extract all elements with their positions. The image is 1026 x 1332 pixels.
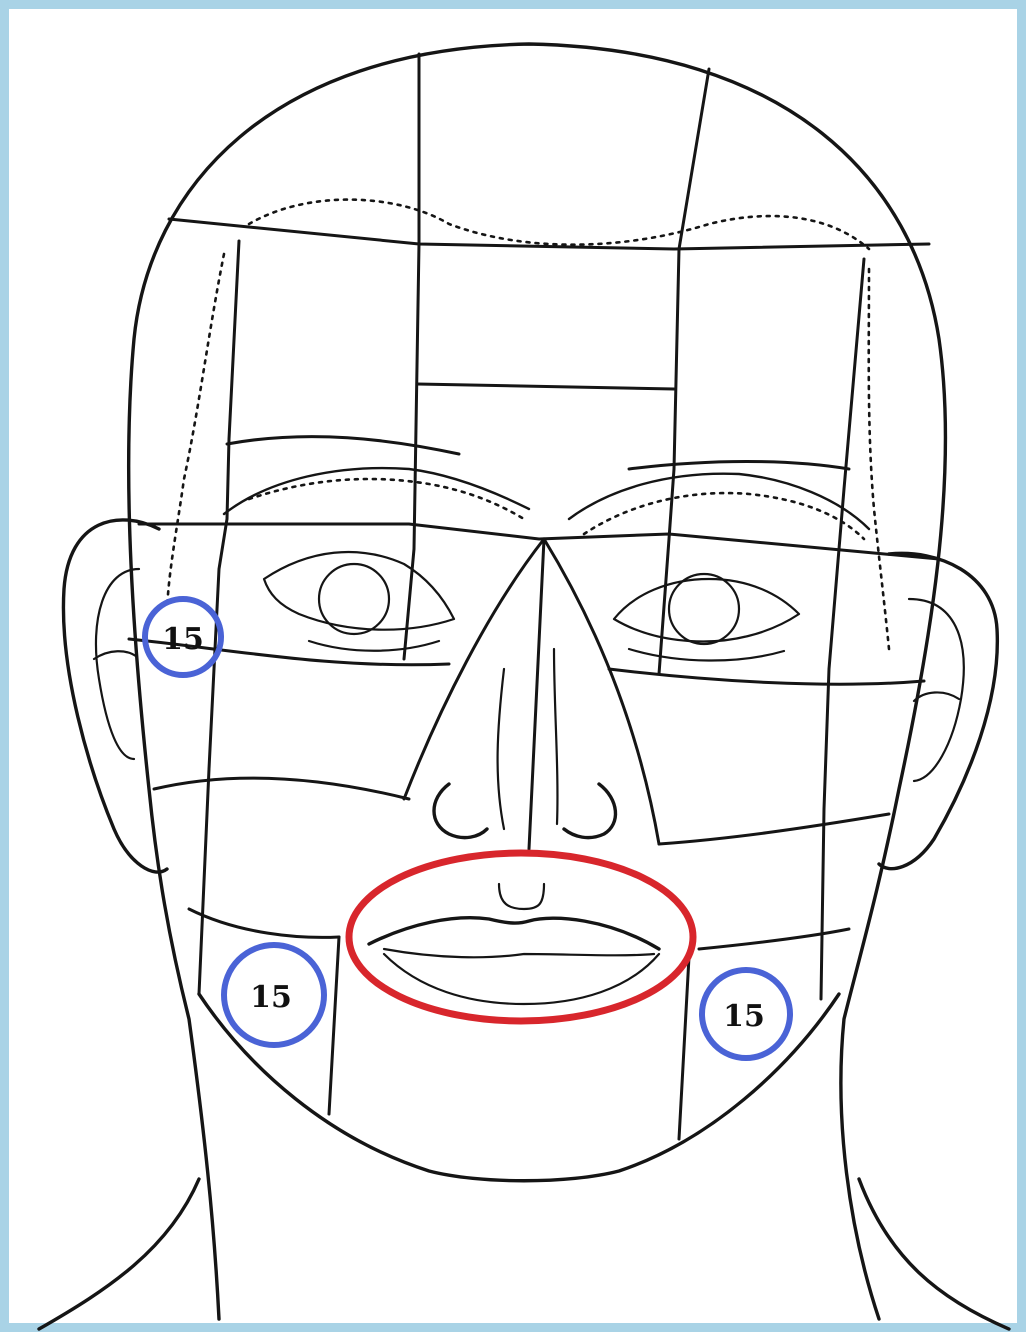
right-eyebrow-strokes — [584, 493, 864, 539]
right-shoulder — [859, 1179, 1009, 1329]
philtrum — [499, 884, 544, 909]
zone-marker-left-jaw: 15 — [224, 945, 324, 1045]
right-eyebrow — [569, 474, 869, 529]
grid-line — [609, 669, 924, 684]
nose-triangle — [544, 539, 659, 844]
right-temple-hatching — [869, 269, 889, 649]
right-eye-iris — [669, 574, 739, 644]
nose-left-nostril — [434, 784, 487, 838]
grid-line — [227, 437, 459, 454]
zone-marker-right-jaw: 15 — [702, 970, 790, 1058]
zone-marker-left-ear: 15 — [145, 599, 221, 675]
face-zone-diagram: 15 15 15 — [9, 9, 1026, 1332]
grid-line — [139, 524, 939, 559]
grid-line — [169, 219, 929, 249]
nose-right-nostril — [564, 784, 615, 838]
left-eyebrow-strokes — [249, 479, 524, 519]
marker-label: 15 — [723, 999, 765, 1034]
right-eye-outline — [614, 579, 799, 642]
grid-line — [679, 957, 689, 1139]
left-eye-iris — [319, 564, 389, 634]
hairline-hatching — [249, 200, 869, 249]
right-eye-lower-lid — [629, 649, 784, 661]
nose-bridge — [498, 649, 558, 829]
left-shoulder — [39, 1179, 199, 1329]
grid-line — [329, 937, 339, 1114]
grid-line — [417, 384, 674, 389]
grid-line — [659, 69, 709, 674]
lip-zone-highlight — [349, 853, 693, 1021]
upper-lip — [369, 918, 659, 949]
lip-line — [384, 949, 654, 957]
nose-midline — [529, 539, 544, 849]
grid-line — [189, 909, 339, 937]
marker-label: 15 — [250, 980, 292, 1015]
grid-line — [629, 462, 849, 470]
marker-label: 15 — [162, 622, 204, 657]
left-temple-hatching — [167, 254, 224, 609]
right-ear — [879, 553, 997, 868]
lower-lip — [384, 954, 659, 1004]
left-eye-lower-lid — [309, 641, 439, 651]
grid-line — [154, 778, 409, 799]
grid-line — [659, 814, 889, 844]
left-eyebrow — [224, 468, 529, 514]
grid-line — [821, 259, 864, 999]
nose-triangle — [404, 539, 544, 799]
grid-line — [699, 929, 849, 949]
